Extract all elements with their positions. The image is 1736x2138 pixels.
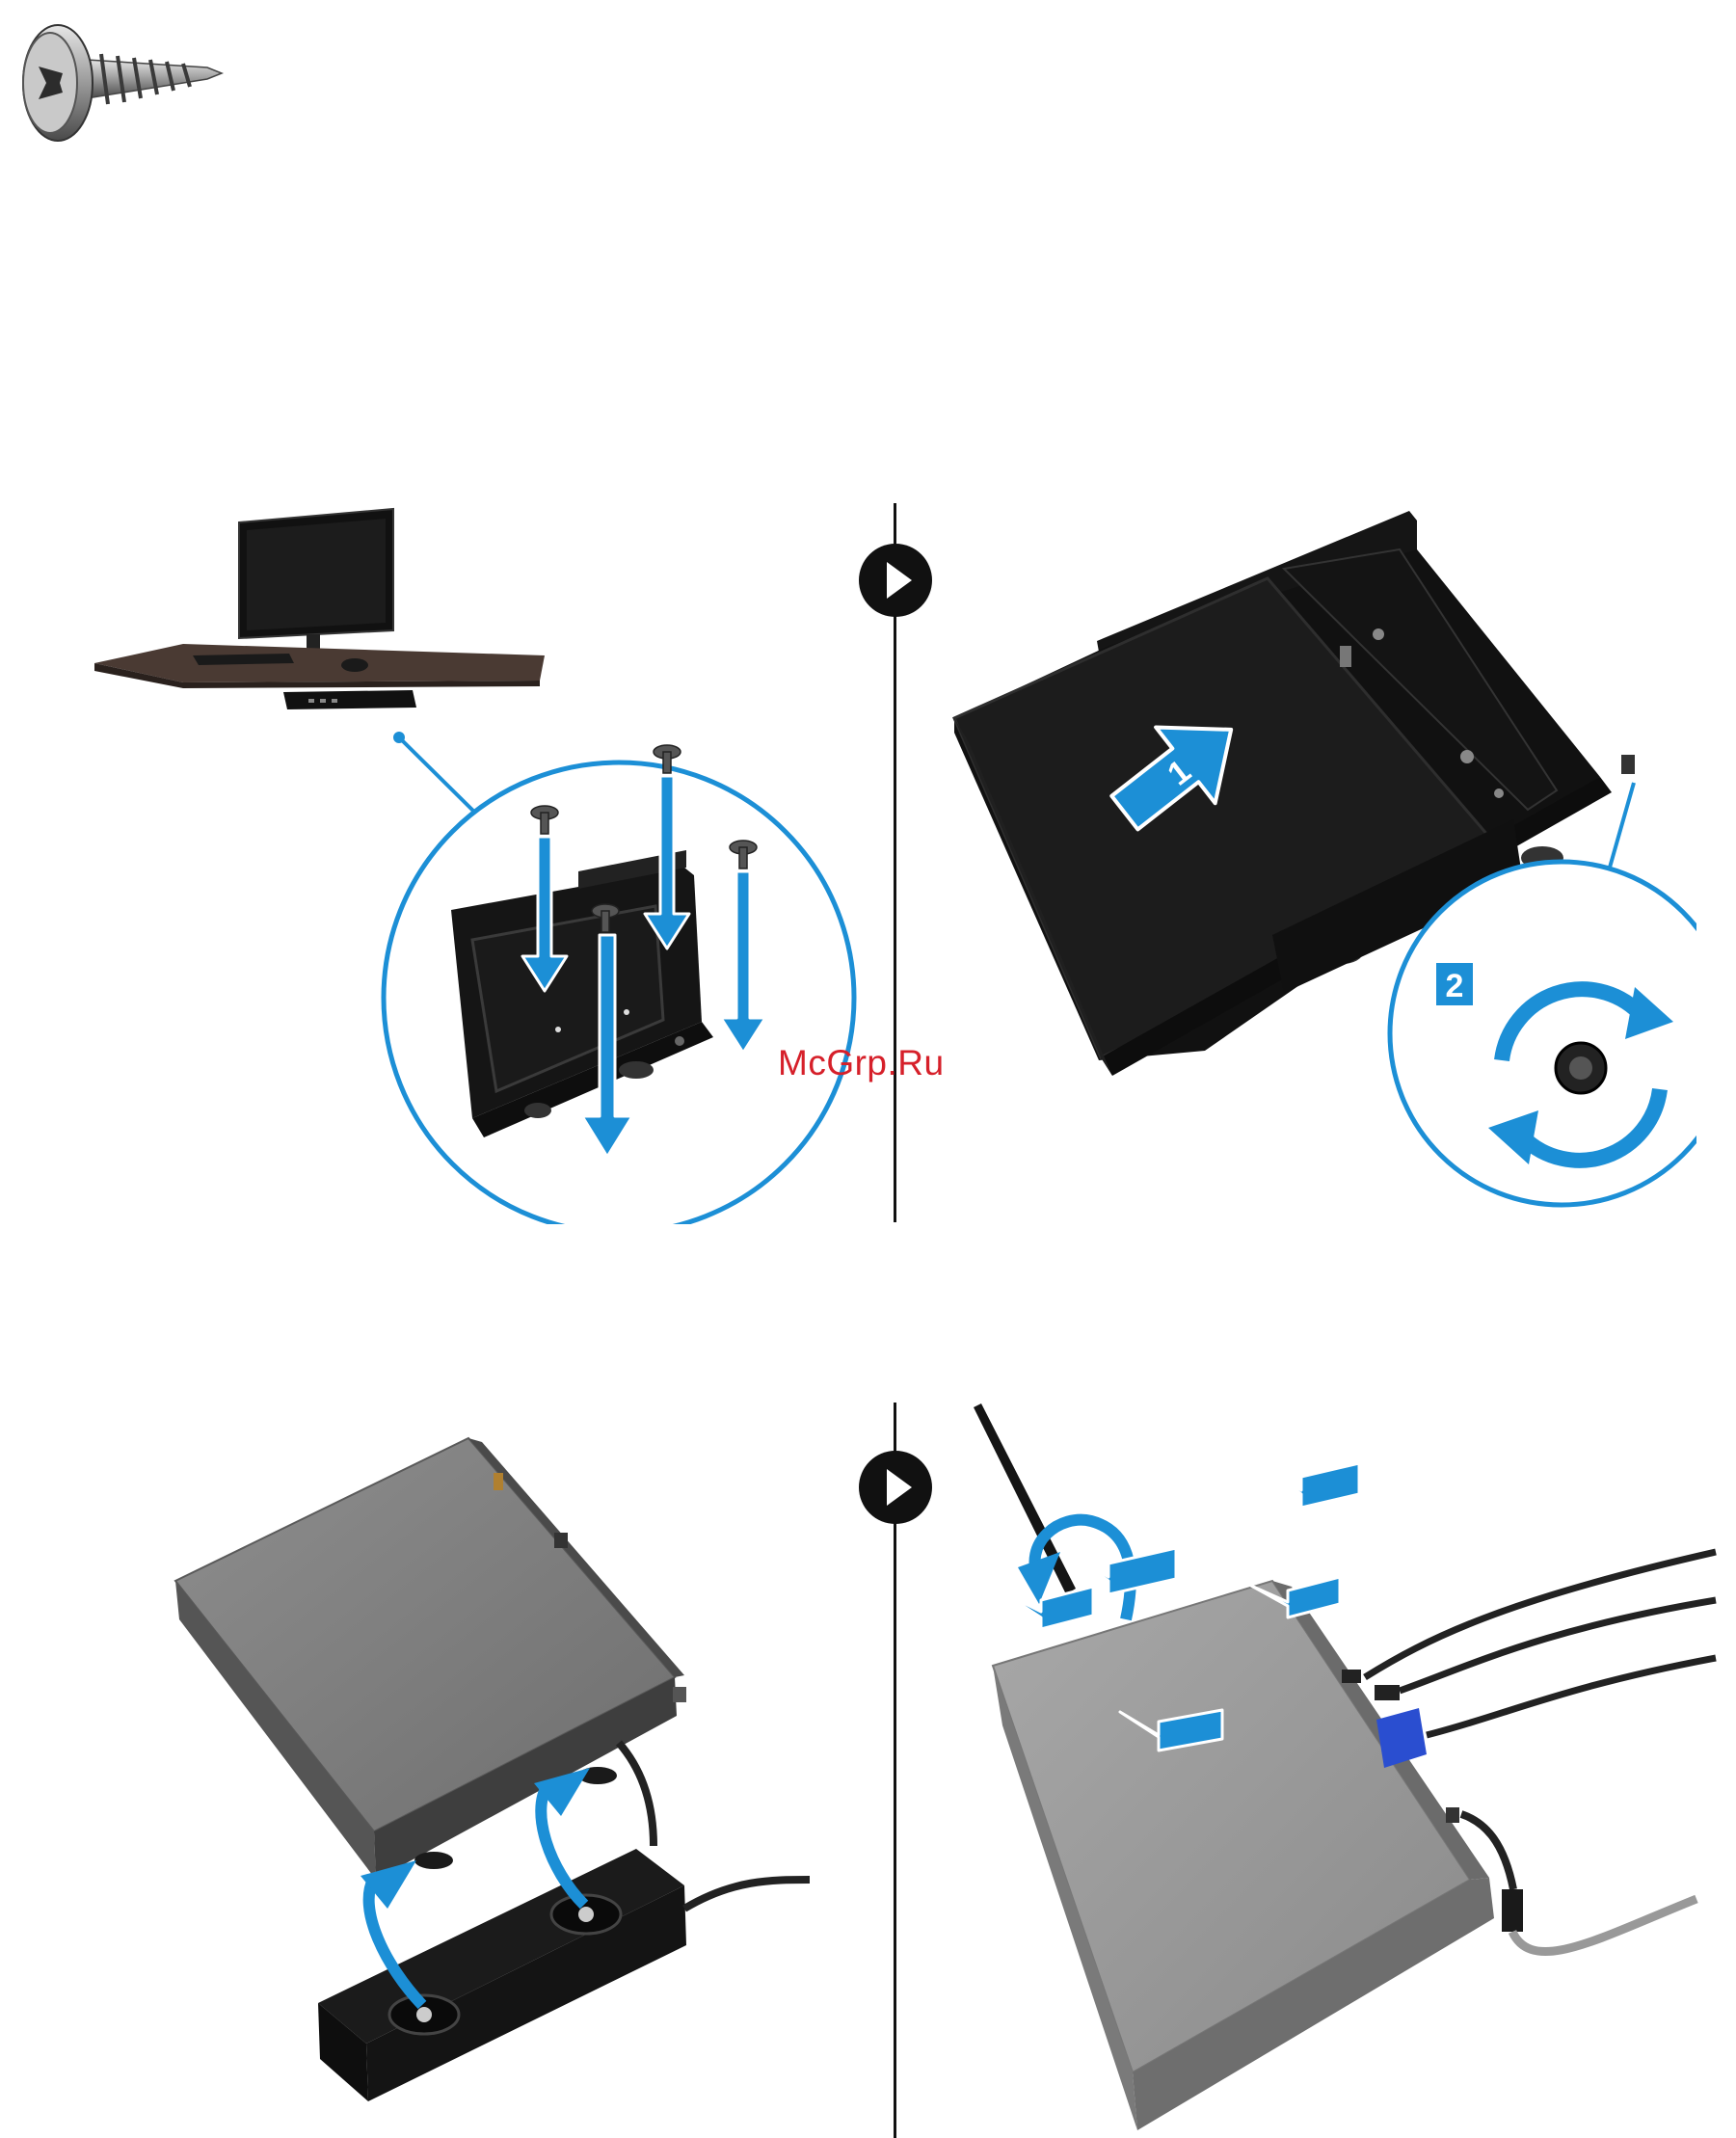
- illustration-mount-bracket-screws: [58, 501, 887, 1224]
- illustration-connect-cables: [925, 1398, 1735, 2130]
- watermark-text: McGrp.Ru: [778, 1043, 945, 1083]
- next-step-arrow-icon: [856, 1448, 935, 1527]
- illustration-attach-power-adapter: [145, 1427, 868, 2130]
- screw-icon: [10, 13, 231, 158]
- step-2-label: 2: [1446, 968, 1464, 1004]
- illustration-slide-device-in: 1 2: [925, 501, 1696, 1224]
